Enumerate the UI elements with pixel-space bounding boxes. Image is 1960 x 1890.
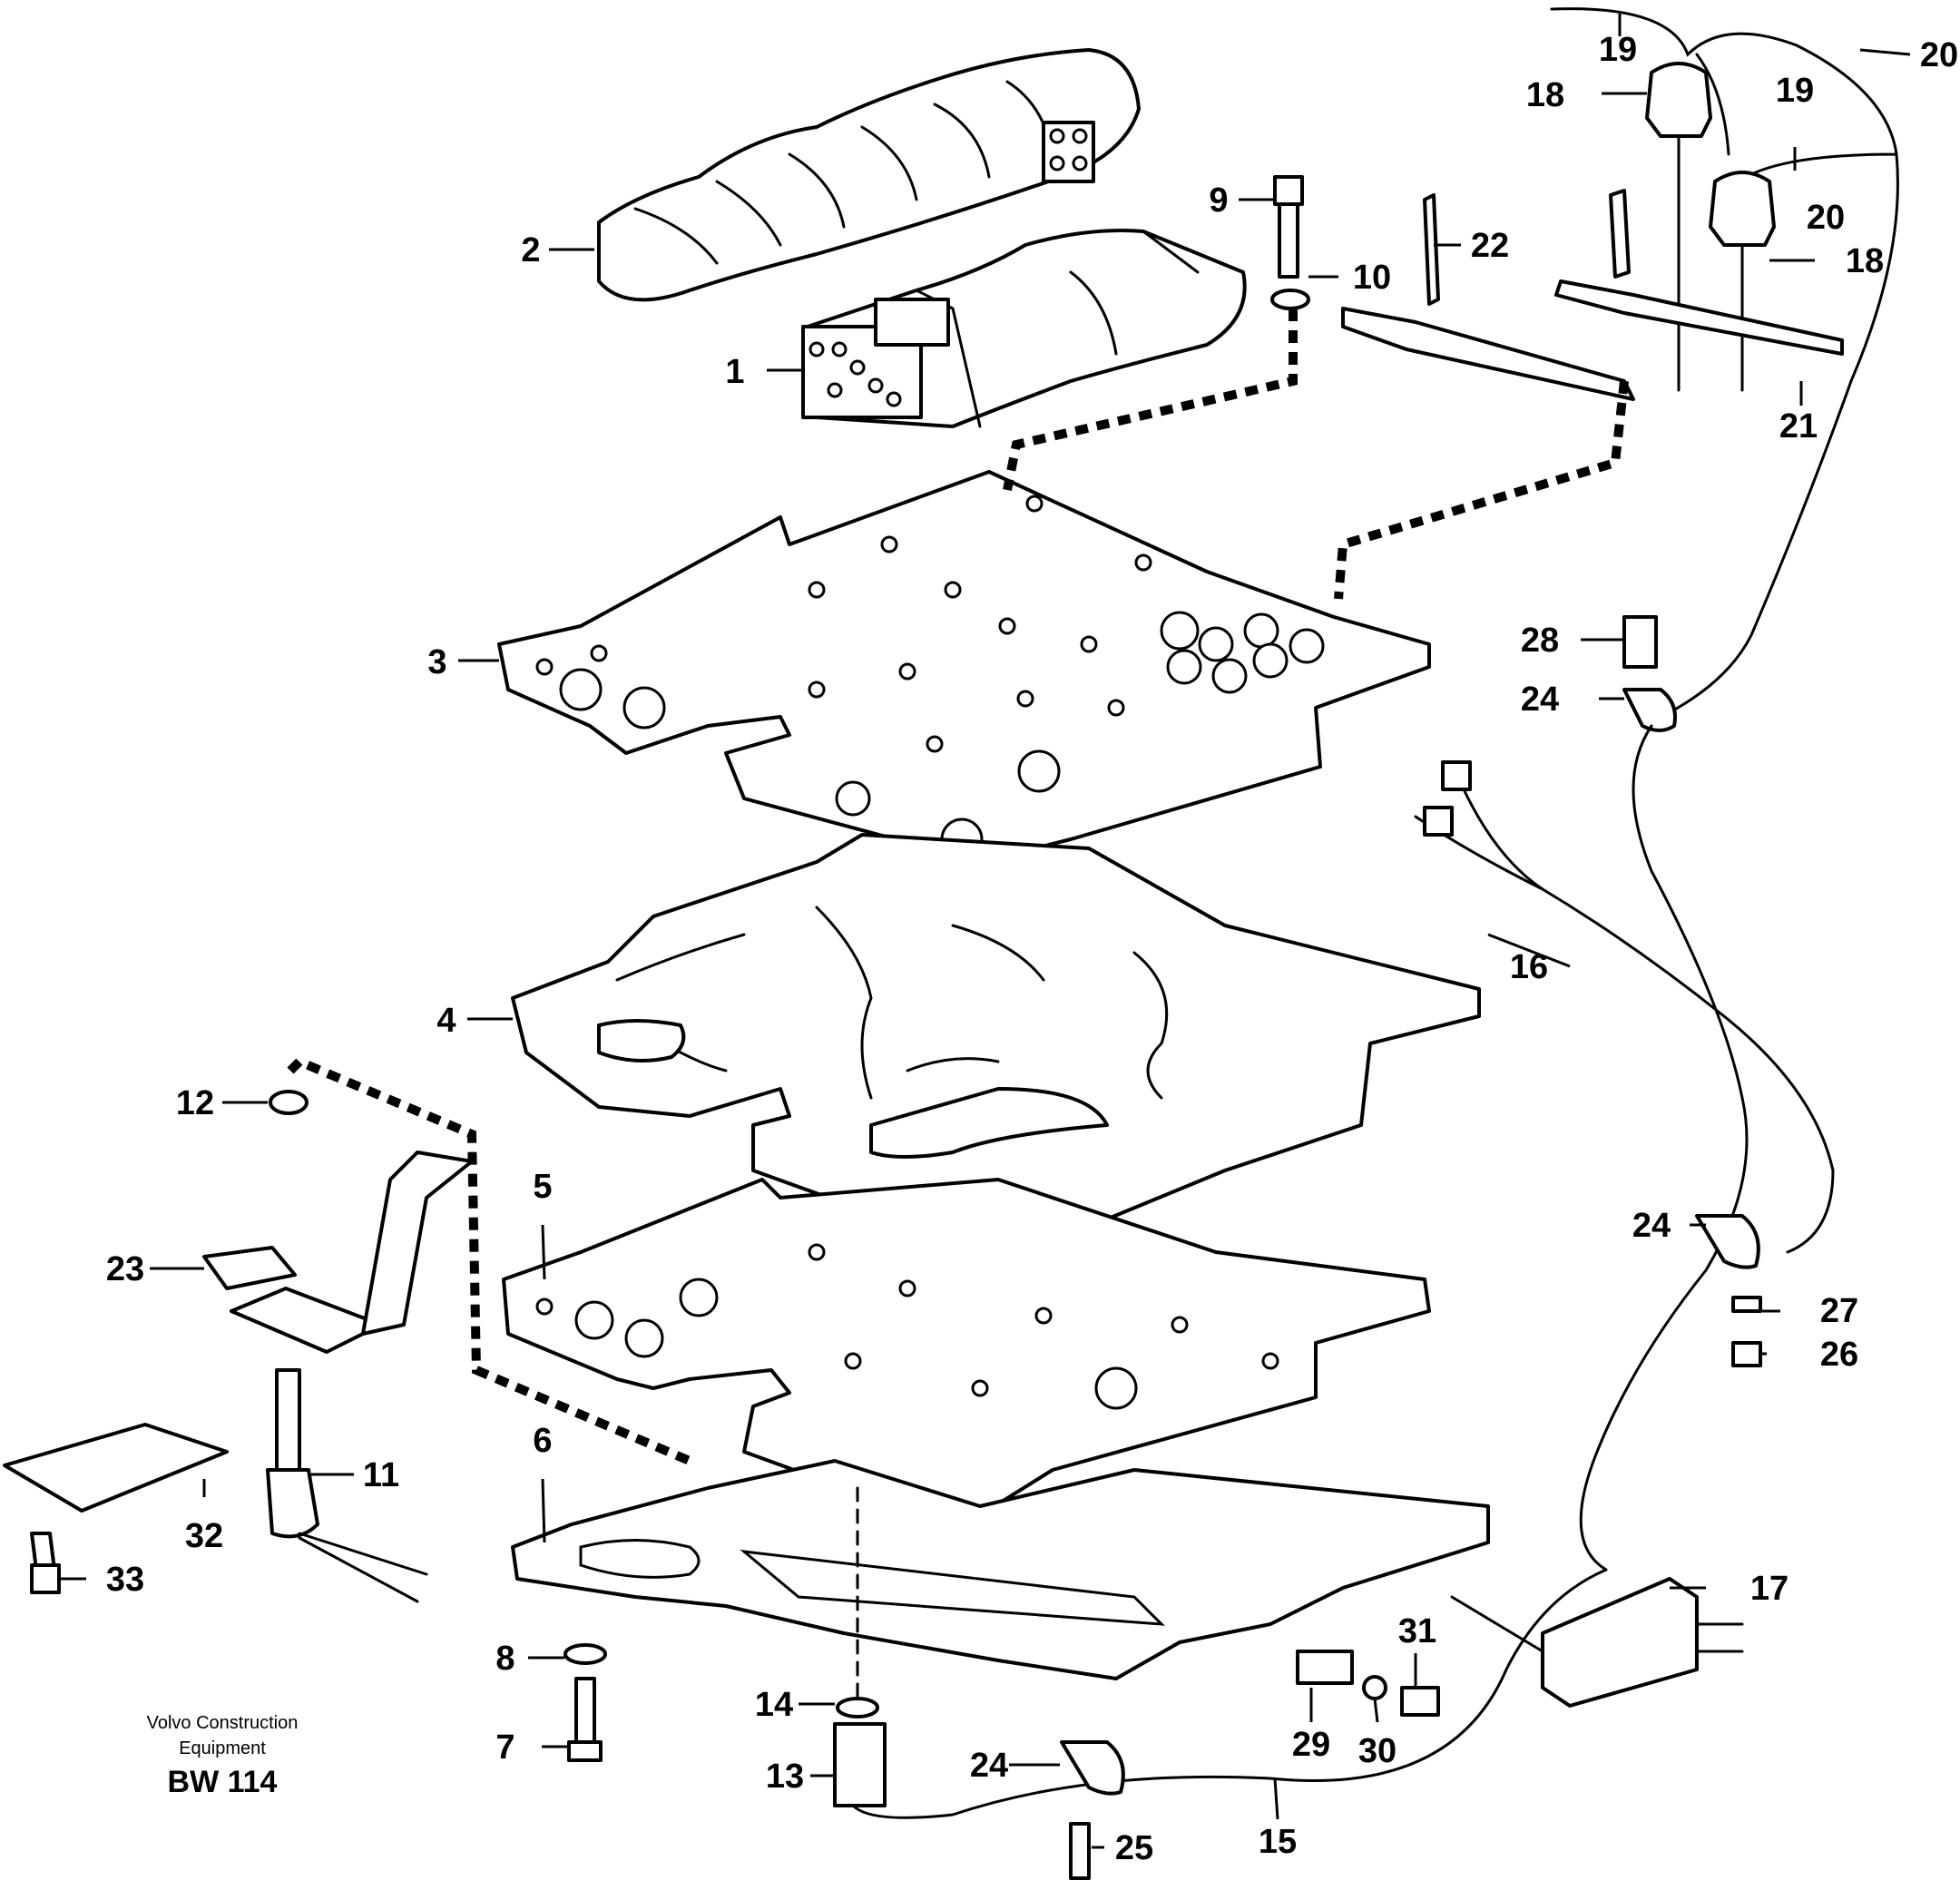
part-15-wire: [851, 724, 1749, 1819]
part-3-plate: [497, 470, 1431, 864]
callout-3: 3: [427, 643, 446, 681]
callout-33: 33: [106, 1561, 144, 1599]
callout-8: 8: [495, 1640, 514, 1678]
callout-24a: 24: [1521, 681, 1559, 719]
part-11-12-23-bracket: [202, 1090, 474, 1603]
callout-12: 12: [176, 1084, 214, 1122]
part-29-30-31-fittings: [1296, 1650, 1440, 1717]
assembly-dashed-lines: [287, 308, 1629, 1708]
part-13-14-sensor: [833, 1697, 887, 1807]
callout-27: 27: [1820, 1292, 1858, 1330]
callout-21: 21: [1779, 407, 1818, 446]
footer-line-1: Volvo Construction: [147, 1713, 299, 1733]
callout-18b: 18: [1846, 242, 1884, 280]
part-28-24-clip: [1622, 615, 1677, 732]
callout-24b: 24: [1632, 1207, 1671, 1245]
part-24-26-27-clip-set: [1060, 1214, 1762, 1880]
callout-19a: 19: [1599, 31, 1637, 69]
callout-14: 14: [755, 1686, 793, 1724]
part-4-channel-plate: [511, 833, 1481, 1254]
part-32-33-plate: [3, 1423, 229, 1594]
callout-20a: 20: [1920, 36, 1958, 74]
part-21-22-strips: [1341, 189, 1844, 401]
callout-22: 22: [1471, 227, 1509, 265]
callout-32: 32: [185, 1517, 223, 1555]
part-9-10-bolt: [1270, 175, 1310, 310]
callout-26: 26: [1820, 1336, 1858, 1374]
footer-code: BW 114: [168, 1765, 278, 1799]
callout-6: 6: [533, 1422, 552, 1460]
callout-4: 4: [436, 1002, 456, 1040]
callout-23: 23: [106, 1250, 144, 1288]
part-6-base-plate: [511, 1459, 1490, 1680]
callout-31: 31: [1398, 1612, 1436, 1650]
callout-9: 9: [1209, 181, 1228, 220]
callout-19b: 19: [1776, 72, 1814, 110]
callout-2: 2: [521, 231, 540, 269]
callout-labels: 1 2 3 4 5 6 7 8 9 10 11 12 13 14 15 16 1…: [106, 31, 1958, 1867]
part-5-plate: [502, 1178, 1431, 1526]
footer-line-2: Equipment: [179, 1738, 266, 1758]
callout-7: 7: [495, 1728, 514, 1767]
callout-11: 11: [363, 1456, 399, 1494]
callout-30: 30: [1358, 1732, 1396, 1770]
callout-17: 17: [1750, 1570, 1788, 1608]
callout-18a: 18: [1526, 76, 1564, 114]
footer-caption: Volvo Construction Equipment BW 114: [147, 1713, 299, 1799]
part-1-valve-body: [801, 229, 1247, 428]
part-18-19-20-harness: [1550, 7, 1899, 728]
callout-1: 1: [725, 353, 744, 391]
part-2-cover: [597, 48, 1141, 302]
callout-25: 25: [1115, 1829, 1153, 1867]
callout-20b: 20: [1807, 199, 1845, 237]
callout-29: 29: [1292, 1726, 1330, 1764]
callout-leaders: [59, 14, 1911, 1849]
callout-15: 15: [1259, 1823, 1297, 1861]
callout-16: 16: [1510, 948, 1548, 986]
callout-10: 10: [1353, 259, 1391, 297]
part-17-connector: [1450, 1577, 1744, 1708]
callout-5: 5: [533, 1168, 552, 1206]
part-16-wire: [1414, 760, 1835, 1254]
part-7-8-bolt: [564, 1643, 607, 1762]
callout-28: 28: [1521, 622, 1559, 660]
callout-24c: 24: [970, 1747, 1008, 1785]
callout-13: 13: [766, 1758, 804, 1796]
